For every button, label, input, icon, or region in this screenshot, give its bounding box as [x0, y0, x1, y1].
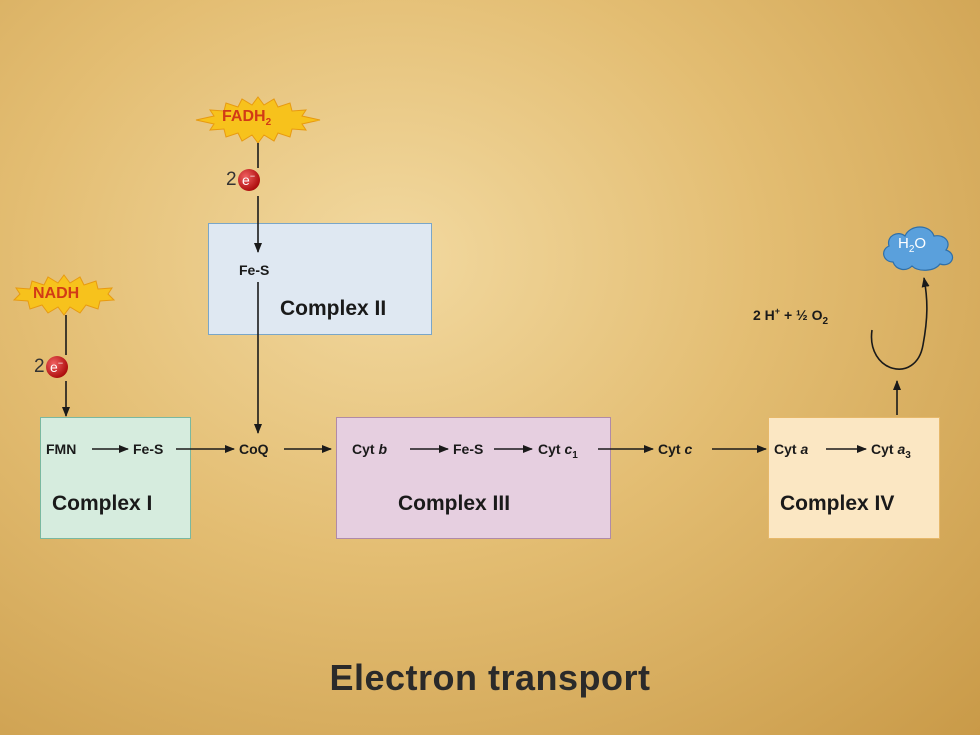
- complex-iii-cyt-b: Cyt b: [352, 441, 387, 457]
- complex-iv-cyt-a3: Cyt a3: [871, 441, 911, 461]
- complex-ii-box: [208, 223, 432, 335]
- complex-i-box: [40, 417, 191, 539]
- water-label: H2O: [898, 235, 927, 255]
- fadh2-subscript: 2: [265, 117, 272, 128]
- cyt-c1-prefix: Cyt: [538, 441, 561, 457]
- nadh-star-icon: [12, 274, 116, 316]
- electron-icon: e−: [45, 356, 68, 378]
- complex-iii-box: [336, 417, 611, 539]
- electron-symbol: e: [50, 359, 58, 375]
- reaction-oxygen: + ½ O: [783, 307, 823, 323]
- complex-iii-name: Complex III: [398, 492, 511, 515]
- cyt-a3-subscript: 3: [905, 450, 911, 461]
- electron-charge: −: [57, 358, 64, 368]
- water-drop-icon: [883, 226, 954, 271]
- fadh2-text: FADH: [222, 108, 266, 125]
- reaction-curve-arrow: [870, 277, 930, 370]
- cyt-c1-letter: c: [564, 441, 573, 457]
- water-h: H: [898, 235, 909, 252]
- cyt-a-prefix: Cyt: [774, 441, 797, 457]
- nadh-text: NADH: [33, 285, 80, 302]
- cyt-a3-prefix: Cyt: [871, 441, 894, 457]
- reaction-label: 2 H+ + ½ O2: [753, 306, 828, 327]
- complex-iii-fes: Fe-S: [453, 441, 484, 457]
- page-title: Electron transport: [329, 657, 651, 698]
- complex-iv-name: Complex IV: [780, 492, 895, 515]
- cyt-a-letter: a: [800, 441, 809, 457]
- fadh2-label: FADH2: [222, 108, 272, 128]
- complex-ii-fes: Fe-S: [239, 262, 270, 278]
- cyt-c-label: Cyt c: [658, 441, 692, 457]
- cyt-b-prefix: Cyt: [352, 441, 375, 457]
- reaction-reactant-charge: +: [774, 306, 781, 316]
- reaction-reactant: 2 H: [753, 307, 775, 323]
- complex-ii-name: Complex II: [280, 297, 387, 320]
- complex-iv-cyt-a: Cyt a: [774, 441, 808, 457]
- electron-symbol: e: [242, 172, 250, 188]
- electron-icon: e−: [237, 169, 260, 191]
- electron-count: 2: [34, 356, 45, 378]
- nadh-label: NADH: [33, 285, 79, 303]
- electron-count: 2: [226, 169, 237, 191]
- cyt-a3-letter: a: [897, 441, 906, 457]
- complex-iii-cyt-c1: Cyt c1: [538, 441, 578, 461]
- water-o: O: [914, 235, 927, 252]
- coq-label: CoQ: [239, 441, 269, 457]
- complex-i-name: Complex I: [52, 492, 153, 515]
- complex-iv-box: [768, 417, 940, 539]
- cyt-c-prefix: Cyt: [658, 441, 681, 457]
- electron-charge: −: [249, 171, 256, 181]
- complex-i-fmn: FMN: [46, 441, 77, 457]
- cyt-c1-subscript: 1: [572, 450, 578, 461]
- reaction-oxygen-subscript: 2: [822, 316, 829, 327]
- cyt-c-letter: c: [684, 441, 693, 457]
- water-subscript: 2: [908, 244, 915, 255]
- cyt-b-letter: b: [378, 441, 388, 457]
- complex-i-fes: Fe-S: [133, 441, 164, 457]
